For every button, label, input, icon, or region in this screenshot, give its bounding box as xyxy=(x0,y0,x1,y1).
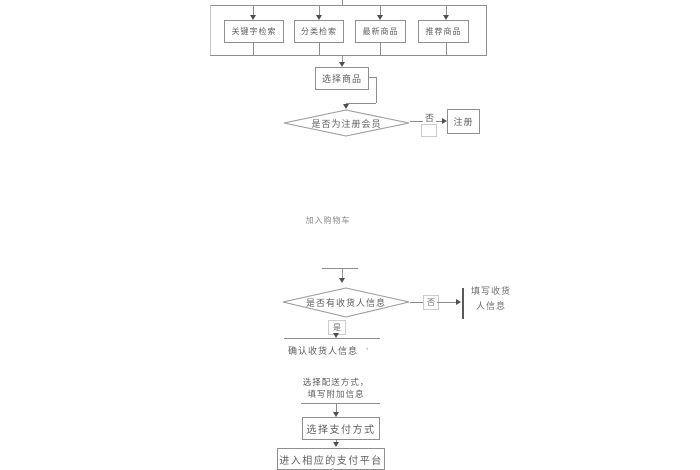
member-decision-label: 是否为注册会员 xyxy=(311,119,382,130)
arrow-head xyxy=(339,278,345,283)
keyword-search-box: 关键字检索 xyxy=(224,20,284,43)
left-rail-drop xyxy=(210,5,211,55)
faded-box-edge xyxy=(284,338,380,339)
faded-box xyxy=(421,124,437,137)
keyword-search-label: 关键字检索 xyxy=(231,27,277,36)
connector xyxy=(410,302,423,303)
confirm-consignee-text: 确认收货人信息 xyxy=(288,347,359,357)
select-payment-box: 选择支付方式 xyxy=(302,417,380,440)
connector xyxy=(380,42,381,55)
category-search-label: 分类检索 xyxy=(301,27,337,36)
consignee-decision-label: 是否有收货人信息 xyxy=(305,299,386,309)
connector xyxy=(253,42,254,55)
arrow-head xyxy=(250,15,256,20)
loop-connector xyxy=(376,77,377,103)
top-entry-stub xyxy=(342,0,343,5)
member-no-label: 否 xyxy=(425,114,436,124)
select-product-box: 选择商品 xyxy=(315,67,369,90)
enter-platform-box: 进入相应的支付平台 xyxy=(277,448,385,470)
arrow-head xyxy=(442,118,447,124)
arrow-head xyxy=(316,15,322,20)
confirm-consignee-label: 确认收货人信息 ' xyxy=(288,344,369,357)
top-rail xyxy=(210,5,487,6)
fill-consignee-line2: 人信息 xyxy=(476,302,507,312)
member-decision-diamond xyxy=(283,109,410,137)
register-box: 注册 xyxy=(447,109,480,134)
fill-consignee-line1: 填写收货 xyxy=(471,287,512,297)
connector xyxy=(446,6,447,16)
arrow-head xyxy=(443,15,449,20)
register-label: 注册 xyxy=(453,118,474,128)
arrow-head xyxy=(343,104,349,109)
faded-box-edge xyxy=(322,268,358,269)
faded-box-edge xyxy=(462,288,464,319)
add-to-cart-label: 加入购物车 xyxy=(305,216,351,225)
select-payment-label: 选择支付方式 xyxy=(306,425,376,436)
consignee-yes-label: 是 xyxy=(333,323,341,332)
arrow-head xyxy=(333,412,339,417)
right-rail-drop xyxy=(486,5,487,55)
consignee-no-label: 否 xyxy=(427,298,435,307)
connector xyxy=(410,121,423,122)
newest-products-box: 最新商品 xyxy=(355,20,406,43)
newest-products-label: 最新商品 xyxy=(362,27,399,36)
loop-connector xyxy=(346,103,376,104)
confirm-mark: ' xyxy=(365,347,370,357)
connector xyxy=(437,302,457,303)
connector xyxy=(319,42,320,55)
arrow-head xyxy=(333,442,339,447)
connector xyxy=(380,6,381,16)
faded-box-edge xyxy=(301,403,380,404)
connector xyxy=(336,439,337,443)
delivery-line1: 选择配送方式， xyxy=(302,378,370,388)
arrow-head xyxy=(333,333,339,338)
connector xyxy=(253,6,254,16)
connector xyxy=(319,6,320,16)
collector-rail xyxy=(210,55,487,56)
connector xyxy=(446,42,447,55)
arrow-head xyxy=(456,299,461,305)
arrow-head xyxy=(339,62,345,67)
arrow-head xyxy=(377,15,383,20)
loop-connector xyxy=(368,77,376,78)
connector xyxy=(336,404,337,412)
connector xyxy=(436,121,443,122)
recommended-products-box: 推荐商品 xyxy=(418,20,469,43)
recommended-products-label: 推荐商品 xyxy=(425,27,462,36)
category-search-box: 分类检索 xyxy=(294,20,344,43)
select-product-label: 选择商品 xyxy=(321,75,362,85)
delivery-line2: 填写附加信息 xyxy=(307,390,365,400)
connector xyxy=(342,269,343,278)
bottom-continuation-stub xyxy=(332,468,334,470)
consignee-decision-diamond xyxy=(282,287,410,318)
enter-platform-label: 进入相应的支付平台 xyxy=(279,455,383,467)
connector xyxy=(342,56,343,63)
